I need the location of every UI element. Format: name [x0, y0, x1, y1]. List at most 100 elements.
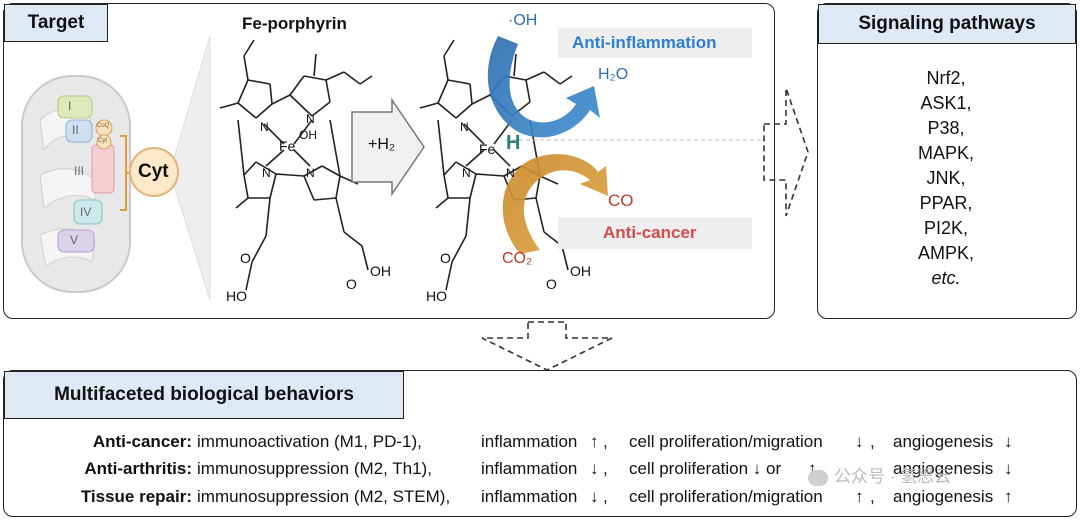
plus-h2-label: +H₂	[368, 136, 396, 153]
anti-inflammation-label: Anti-inflammation	[572, 33, 717, 52]
bond-line	[443, 55, 449, 81]
complex-ii-label: II	[72, 123, 79, 137]
bond-line	[237, 119, 245, 176]
fe-porphyrin-structure	[219, 39, 373, 291]
bond-line	[535, 197, 545, 233]
cyt-circle	[129, 147, 179, 197]
behavior-angiogenesis: angiogenesis	[893, 432, 994, 451]
bond-line	[443, 161, 457, 176]
bond-line	[325, 71, 345, 81]
bond-line	[435, 197, 449, 209]
n3-left-label: N	[262, 166, 271, 180]
complex-ii-shape	[65, 119, 93, 143]
behavior-label: Anti-cancer:	[92, 432, 192, 451]
bond-line	[463, 123, 485, 145]
behavior-proliferation: cell proliferation/migration	[629, 432, 823, 451]
bond-line	[293, 149, 311, 167]
oh-right-acid-label: OH	[570, 263, 591, 279]
signaling-tag: Signaling pathways	[818, 4, 1076, 44]
bond-line	[219, 102, 239, 109]
pathway-item: ASK1,	[920, 93, 972, 113]
bond-line	[265, 149, 285, 167]
bond-line	[237, 102, 257, 119]
behavior-immuno: immunoactivation (M1, PD-1),	[197, 432, 422, 451]
bond-line	[503, 165, 523, 177]
bond-line	[443, 174, 449, 199]
bond-line	[469, 173, 477, 199]
bond-line	[539, 175, 559, 185]
target-tag: Target	[4, 4, 108, 42]
o-left-acid-label: O	[346, 276, 357, 292]
ho-right-label: HO	[426, 288, 447, 304]
bond-line	[359, 75, 373, 85]
bond-line	[255, 161, 277, 175]
cyt-carrier-small	[96, 134, 112, 150]
bond-line	[303, 75, 327, 81]
bond-line	[443, 39, 455, 57]
behavior-angiogenesis: angiogenesis	[893, 487, 994, 506]
bond-line	[269, 173, 277, 199]
behavior-inflammation: inflammation	[481, 487, 578, 506]
behavior-inflammation: inflammation	[481, 432, 578, 451]
behavior-label: Anti-arthritis:	[84, 459, 192, 478]
n2-left-label: N	[306, 112, 315, 126]
angiogenesis-down-arrow: ↓	[1004, 459, 1013, 478]
bond-line	[437, 119, 445, 176]
bond-line	[271, 94, 291, 105]
behavior-sep: ,	[870, 487, 875, 506]
behaviors-title: Multifaceted biological behaviors	[54, 384, 354, 405]
zoom-cone	[169, 35, 211, 301]
bond-line	[265, 197, 271, 237]
o-left-label: O	[240, 250, 251, 266]
o-right-acid-label: O	[546, 276, 557, 292]
complex-iv-label: IV	[80, 205, 92, 219]
fe-left-label: Fe	[279, 138, 296, 154]
bond-line	[313, 53, 317, 77]
target-title: Target	[27, 12, 85, 33]
behavior-immuno: immunosuppression (M2, STEM),	[197, 487, 451, 506]
bond-line	[335, 175, 341, 199]
bond-line	[447, 79, 471, 85]
bond-line	[455, 161, 477, 175]
pathway-item: MAPK,	[917, 143, 974, 163]
bond-line	[329, 119, 341, 177]
inflammation-down-arrow: ↓	[590, 459, 599, 478]
fe-porphyrin-title: Fe-porphyrin	[242, 14, 347, 33]
anti-cancer-label: Anti-cancer	[603, 223, 697, 242]
bond-line	[243, 174, 249, 199]
behavior-row-anti-cancer: Anti-cancer: immunoactivation (M1, PD-1)…	[0, 432, 1080, 456]
bond-line	[335, 197, 345, 233]
inflammation-down-arrow: ↓	[590, 487, 599, 506]
complex-i-label: I	[68, 99, 72, 113]
complex-i-shape	[57, 95, 93, 119]
bond-line	[245, 261, 253, 291]
complex-v-label: V	[70, 233, 79, 247]
pathway-item: AMPK,	[917, 243, 974, 263]
behavior-sep: ,	[603, 459, 608, 478]
anti-cancer-box	[558, 217, 752, 249]
n1-right-label: N	[460, 120, 469, 134]
bond-line	[445, 261, 453, 291]
anti-inflammation-box	[558, 28, 752, 58]
bond-line	[293, 119, 313, 145]
bond-line	[243, 161, 257, 176]
bond-line	[419, 102, 439, 109]
bond-line	[543, 71, 561, 85]
bond-line	[525, 79, 531, 103]
signaling-list: Nrf2, ASK1, P38, MAPK, JNK, PPAR, PI2K, …	[818, 66, 1074, 291]
n4-right-label: N	[506, 166, 515, 180]
bond-line	[465, 149, 485, 167]
bond-line	[437, 102, 457, 119]
pathway-item: P38,	[927, 118, 965, 138]
hydroxyl-arrow	[487, 36, 600, 138]
bond-line	[561, 245, 569, 271]
coq-label: CoQ	[97, 123, 110, 129]
right-dashed-arrow	[763, 87, 809, 217]
watermark: 公众号 · 氢思云	[808, 462, 951, 487]
co-label: CO	[608, 191, 634, 210]
behavior-label: Tissue repair:	[80, 487, 192, 506]
bond-line	[269, 83, 273, 105]
behavior-sep: ,	[822, 459, 827, 478]
complex-iii-label: III	[74, 164, 85, 178]
